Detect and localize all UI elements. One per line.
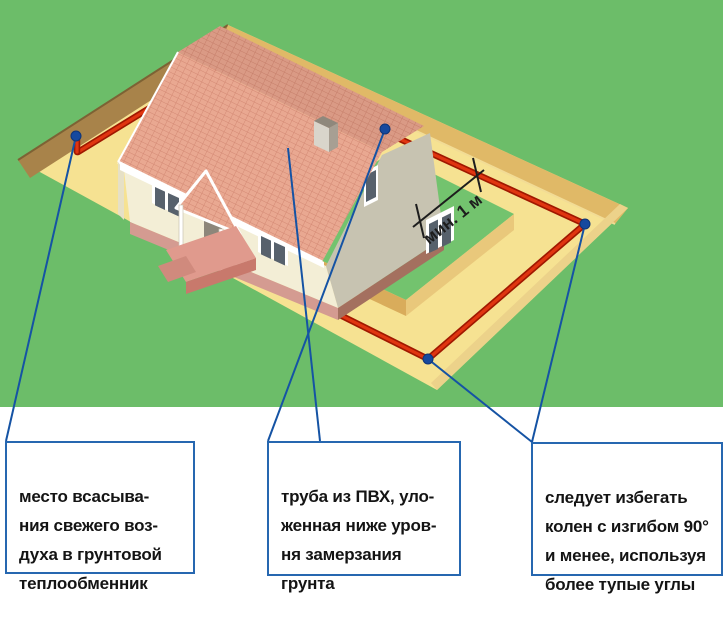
leader-line-pipe-b bbox=[287, 147, 321, 442]
leader-line-bend-a bbox=[427, 358, 533, 443]
chimney bbox=[314, 116, 338, 152]
callout-pvc-pipe: труба из ПВХ, уло- женная ниже уров- ня … bbox=[267, 441, 461, 593]
roof-front-plane bbox=[118, 52, 382, 262]
roof-back-plane bbox=[178, 26, 424, 152]
leader-line-bend-b bbox=[531, 223, 586, 443]
window-pane bbox=[429, 219, 438, 253]
dimension-tick bbox=[415, 203, 425, 239]
leader-line-intake bbox=[5, 135, 77, 442]
gable-windows bbox=[364, 165, 454, 254]
island-wall-southeast bbox=[406, 214, 514, 316]
callout-air-intake: место всасыва- ния свежего воз- духа в г… bbox=[5, 441, 195, 593]
callout-avoid-bends-text: следует избегать колен с изгибом 90° и м… bbox=[545, 488, 709, 594]
west-verge bbox=[117, 51, 179, 163]
pipe-node-dot-east-bend bbox=[579, 218, 591, 230]
gable-wall-east bbox=[326, 133, 444, 308]
chimney-front bbox=[314, 121, 329, 152]
callout-air-intake-text: место всасыва- ния свежего воз- духа в г… bbox=[19, 487, 162, 593]
porch-gable-roof bbox=[174, 169, 242, 236]
roof-back-shade bbox=[178, 26, 424, 152]
porch bbox=[158, 169, 256, 294]
porch-platform-face bbox=[186, 258, 256, 294]
trench-wall-northeast bbox=[222, 25, 628, 224]
foundation-east bbox=[338, 238, 444, 320]
chimney-top bbox=[314, 116, 338, 128]
porch-step bbox=[158, 256, 196, 282]
pipe-nodes bbox=[70, 123, 591, 365]
pipe-node-dot-top-run bbox=[379, 123, 391, 135]
chimney-side bbox=[329, 123, 338, 152]
dimension-line bbox=[412, 169, 485, 228]
pipe-node-dot-south-bend bbox=[422, 353, 434, 365]
leader-lines bbox=[5, 128, 586, 443]
callout-pvc-pipe-text: труба из ПВХ, уло- женная ниже уров- ня … bbox=[281, 487, 437, 593]
window-pane bbox=[442, 213, 451, 247]
pipe-node-dot-intake bbox=[70, 130, 82, 142]
callout-avoid-bends: следует избегать колен с изгибом 90° и м… bbox=[531, 442, 723, 594]
window-pane bbox=[261, 236, 271, 259]
leader-line-pipe-a bbox=[267, 128, 386, 442]
front-windows bbox=[152, 183, 288, 266]
dimension-tick bbox=[472, 157, 482, 193]
window-pane bbox=[168, 193, 179, 217]
window-pane bbox=[274, 242, 285, 266]
window-pane bbox=[366, 170, 376, 202]
window-pane bbox=[155, 187, 165, 210]
house bbox=[117, 26, 454, 320]
wall-west-sliver bbox=[118, 162, 124, 220]
